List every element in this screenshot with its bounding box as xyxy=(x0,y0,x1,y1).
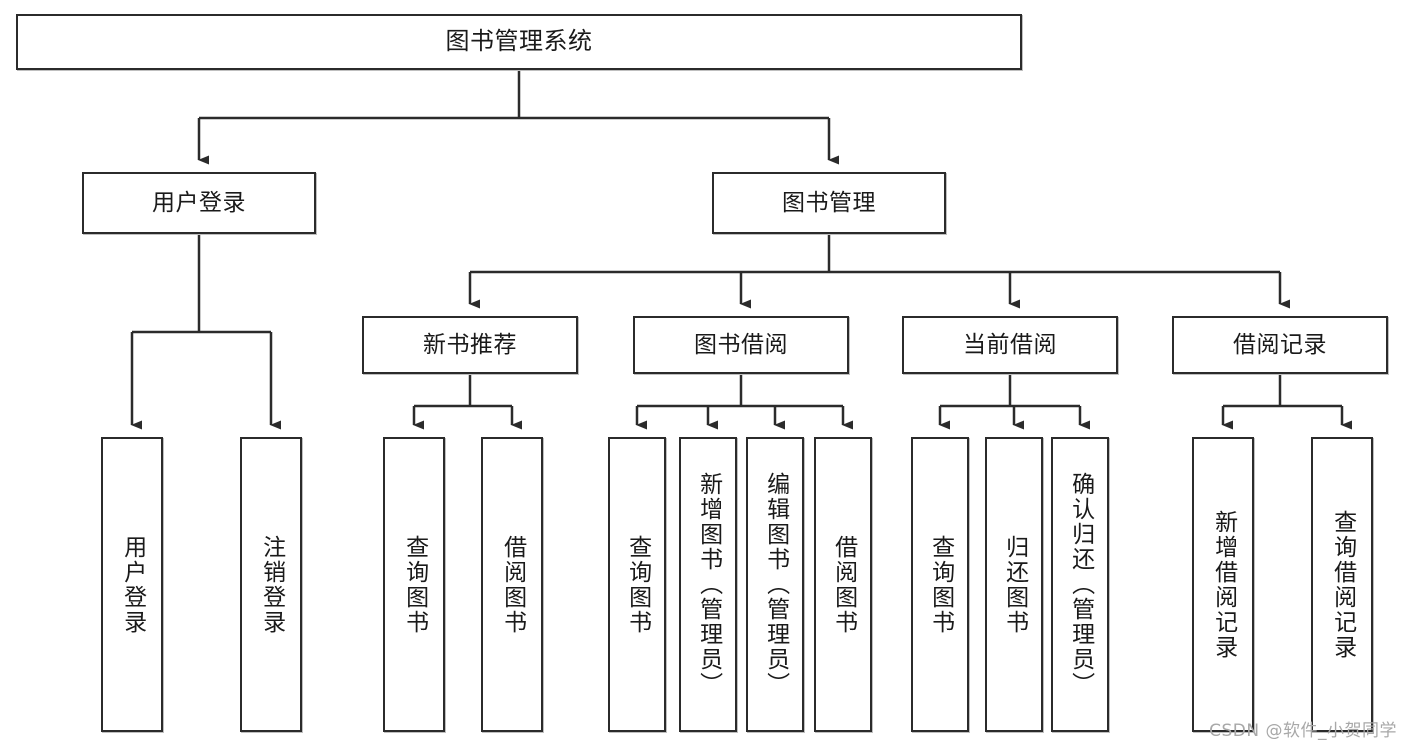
node-leaf-add-borrow-record[interactable]: 新增借阅记录 xyxy=(1192,437,1254,732)
edge-group-borrow-record xyxy=(1221,374,1352,430)
node-label: 借阅图书 xyxy=(830,534,857,635)
edge-group-book-manage xyxy=(468,234,1290,309)
node-label: 确认归还（管理员） xyxy=(1067,472,1094,697)
edge-group-user-login xyxy=(130,234,281,430)
node-label: 注销登录 xyxy=(258,534,285,635)
node-label: 当前借阅 xyxy=(963,331,1057,358)
node-leaf-query-book-borrow[interactable]: 查询图书 xyxy=(608,437,666,732)
node-user-login[interactable]: 用户登录 xyxy=(82,172,316,234)
node-label: 借阅记录 xyxy=(1233,331,1327,358)
edge-group-new-book-rec xyxy=(412,374,522,430)
node-new-book-recommend[interactable]: 新书推荐 xyxy=(362,316,578,374)
node-label: 新书推荐 xyxy=(423,331,517,358)
edge-group-book-borrow xyxy=(635,374,853,430)
node-leaf-user-login[interactable]: 用户登录 xyxy=(101,437,163,732)
node-leaf-borrow-book-recommend[interactable]: 借阅图书 xyxy=(481,437,543,732)
node-label: 用户登录 xyxy=(152,189,246,216)
edge-group-current-borrow xyxy=(938,374,1090,430)
node-label: 用户登录 xyxy=(119,534,146,635)
node-label: 新增借阅记录 xyxy=(1210,509,1237,660)
node-leaf-user-logout[interactable]: 注销登录 xyxy=(240,437,302,732)
node-label: 编辑图书（管理员） xyxy=(762,472,789,697)
node-book-borrow[interactable]: 图书借阅 xyxy=(633,316,849,374)
node-label: 归还图书 xyxy=(1001,534,1028,635)
node-label: 新增图书（管理员） xyxy=(695,472,722,697)
node-leaf-confirm-return[interactable]: 确认归还（管理员） xyxy=(1051,437,1109,732)
node-label: 查询图书 xyxy=(401,534,428,635)
node-root-system[interactable]: 图书管理系统 xyxy=(16,14,1022,70)
node-label: 借阅图书 xyxy=(499,534,526,635)
node-current-borrow[interactable]: 当前借阅 xyxy=(902,316,1118,374)
node-leaf-query-book-current[interactable]: 查询图书 xyxy=(911,437,969,732)
node-borrow-record[interactable]: 借阅记录 xyxy=(1172,316,1388,374)
node-label: 查询图书 xyxy=(624,534,651,635)
node-leaf-edit-book[interactable]: 编辑图书（管理员） xyxy=(746,437,804,732)
node-leaf-borrow-book[interactable]: 借阅图书 xyxy=(814,437,872,732)
node-leaf-add-book[interactable]: 新增图书（管理员） xyxy=(679,437,737,732)
watermark-text: CSDN @软件_小贺同学 xyxy=(1209,721,1397,741)
node-leaf-query-borrow-record[interactable]: 查询借阅记录 xyxy=(1311,437,1373,732)
node-leaf-query-book-recommend[interactable]: 查询图书 xyxy=(383,437,445,732)
node-label: 查询借阅记录 xyxy=(1329,509,1356,660)
node-label: 图书管理 xyxy=(782,189,876,216)
node-label: 查询图书 xyxy=(927,534,954,635)
node-leaf-return-book[interactable]: 归还图书 xyxy=(985,437,1043,732)
edge-group-root xyxy=(197,70,839,165)
node-label: 图书借阅 xyxy=(694,331,788,358)
node-book-manage[interactable]: 图书管理 xyxy=(712,172,946,234)
node-label: 图书管理系统 xyxy=(445,27,593,56)
